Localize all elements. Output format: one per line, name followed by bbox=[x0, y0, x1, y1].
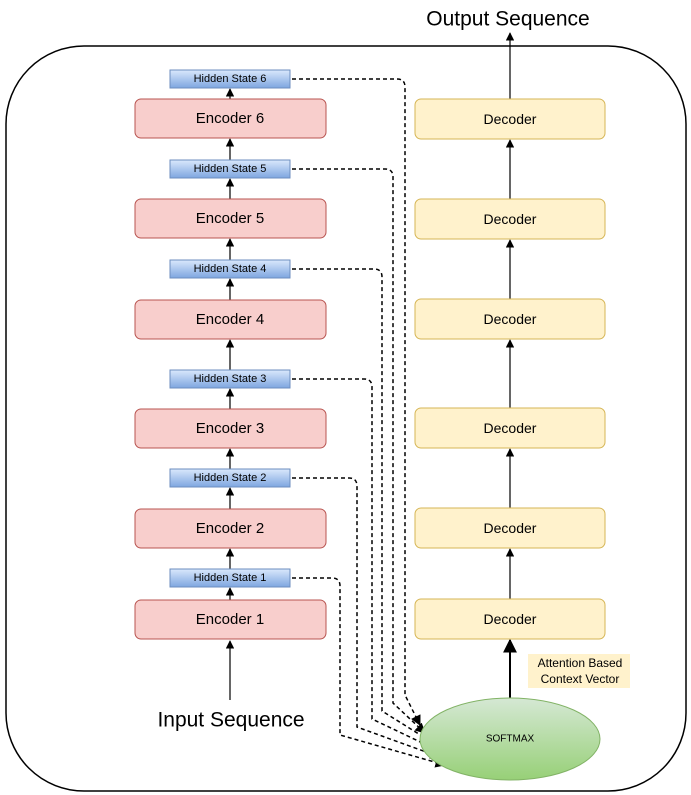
context-label-line-1: Attention Based bbox=[538, 656, 623, 670]
context-label-bg bbox=[528, 654, 630, 688]
outer-frame bbox=[5, 45, 687, 792]
decoder-box bbox=[414, 598, 606, 640]
output-sequence-label: Output Sequence bbox=[426, 8, 589, 31]
hidden-state-box bbox=[169, 568, 291, 588]
encoder-label: Encoder 2 bbox=[196, 520, 264, 537]
decoder-label: Decoder bbox=[484, 611, 537, 627]
encoder-box bbox=[134, 198, 327, 239]
hidden-state-label: Hidden State 2 bbox=[194, 472, 267, 484]
hidden-state-box bbox=[169, 468, 291, 488]
encoder-box bbox=[134, 98, 327, 139]
attention-connection bbox=[292, 378, 436, 750]
encoder-label: Encoder 1 bbox=[196, 611, 264, 628]
hidden-state-label: Hidden State 3 bbox=[194, 373, 267, 385]
hidden-state-box bbox=[169, 259, 291, 279]
attention-connection bbox=[292, 477, 441, 759]
softmax-node bbox=[419, 697, 601, 781]
decoder-label: Decoder bbox=[484, 420, 537, 436]
attention-connection bbox=[292, 78, 421, 726]
decoder-box bbox=[414, 407, 606, 449]
input-sequence-label: Input Sequence bbox=[157, 709, 304, 732]
hidden-state-box bbox=[169, 159, 291, 179]
decoder-label: Decoder bbox=[484, 211, 537, 227]
encoder-box bbox=[134, 299, 327, 340]
attention-connection bbox=[292, 268, 431, 742]
encoder-label: Encoder 4 bbox=[196, 311, 264, 328]
decoder-box bbox=[414, 198, 606, 240]
decoder-box bbox=[414, 298, 606, 340]
encoder-label: Encoder 5 bbox=[196, 210, 264, 227]
decoder-label: Decoder bbox=[484, 111, 537, 127]
encoder-label: Encoder 6 bbox=[196, 110, 264, 127]
hidden-state-label: Hidden State 4 bbox=[194, 263, 267, 275]
encoder-label: Encoder 3 bbox=[196, 420, 264, 437]
softmax-label: SOFTMAX bbox=[486, 734, 535, 745]
encoder-box bbox=[134, 508, 327, 549]
attention-connection bbox=[292, 168, 426, 734]
hidden-state-label: Hidden State 5 bbox=[194, 163, 267, 175]
context-label-line-2: Context Vector bbox=[541, 672, 620, 686]
hidden-state-label: Hidden State 1 bbox=[194, 572, 267, 584]
encoder-box bbox=[134, 599, 327, 640]
hidden-state-box bbox=[169, 369, 291, 389]
hidden-state-label: Hidden State 6 bbox=[194, 73, 267, 85]
decoder-label: Decoder bbox=[484, 311, 537, 327]
decoder-label: Decoder bbox=[484, 520, 537, 536]
attention-connection bbox=[292, 577, 447, 768]
decoder-box bbox=[414, 98, 606, 140]
decoder-box bbox=[414, 507, 606, 549]
hidden-state-box bbox=[169, 69, 291, 89]
encoder-box bbox=[134, 408, 327, 449]
